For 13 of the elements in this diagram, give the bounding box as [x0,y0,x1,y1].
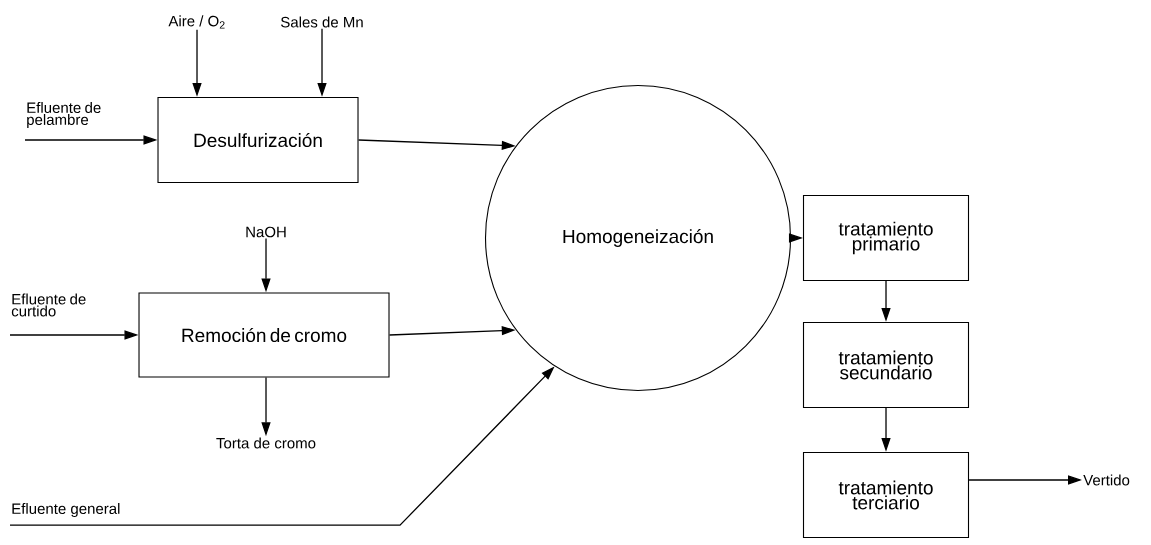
stream-label: Efluente de curtido [11,293,86,317]
stream-label: Vertido [1083,474,1130,486]
stream-label: NaOH [246,226,286,238]
process-box: tratamiento secundario [802,321,970,409]
stream-label: Efluente de pelambre [27,102,101,128]
stream-label: Sales de Mn [281,16,363,28]
process-box: Remoción de cromo [138,292,390,378]
stream-label: Torta de cromo [216,437,316,449]
stream-label: Efluente general [12,503,120,517]
process-box: tratamiento terciario [802,451,970,539]
process-box: Desulfurización [157,96,359,184]
stream-label: Aire / O$_{2}$ [168,15,225,29]
process-box: tratamiento primario [802,194,970,282]
